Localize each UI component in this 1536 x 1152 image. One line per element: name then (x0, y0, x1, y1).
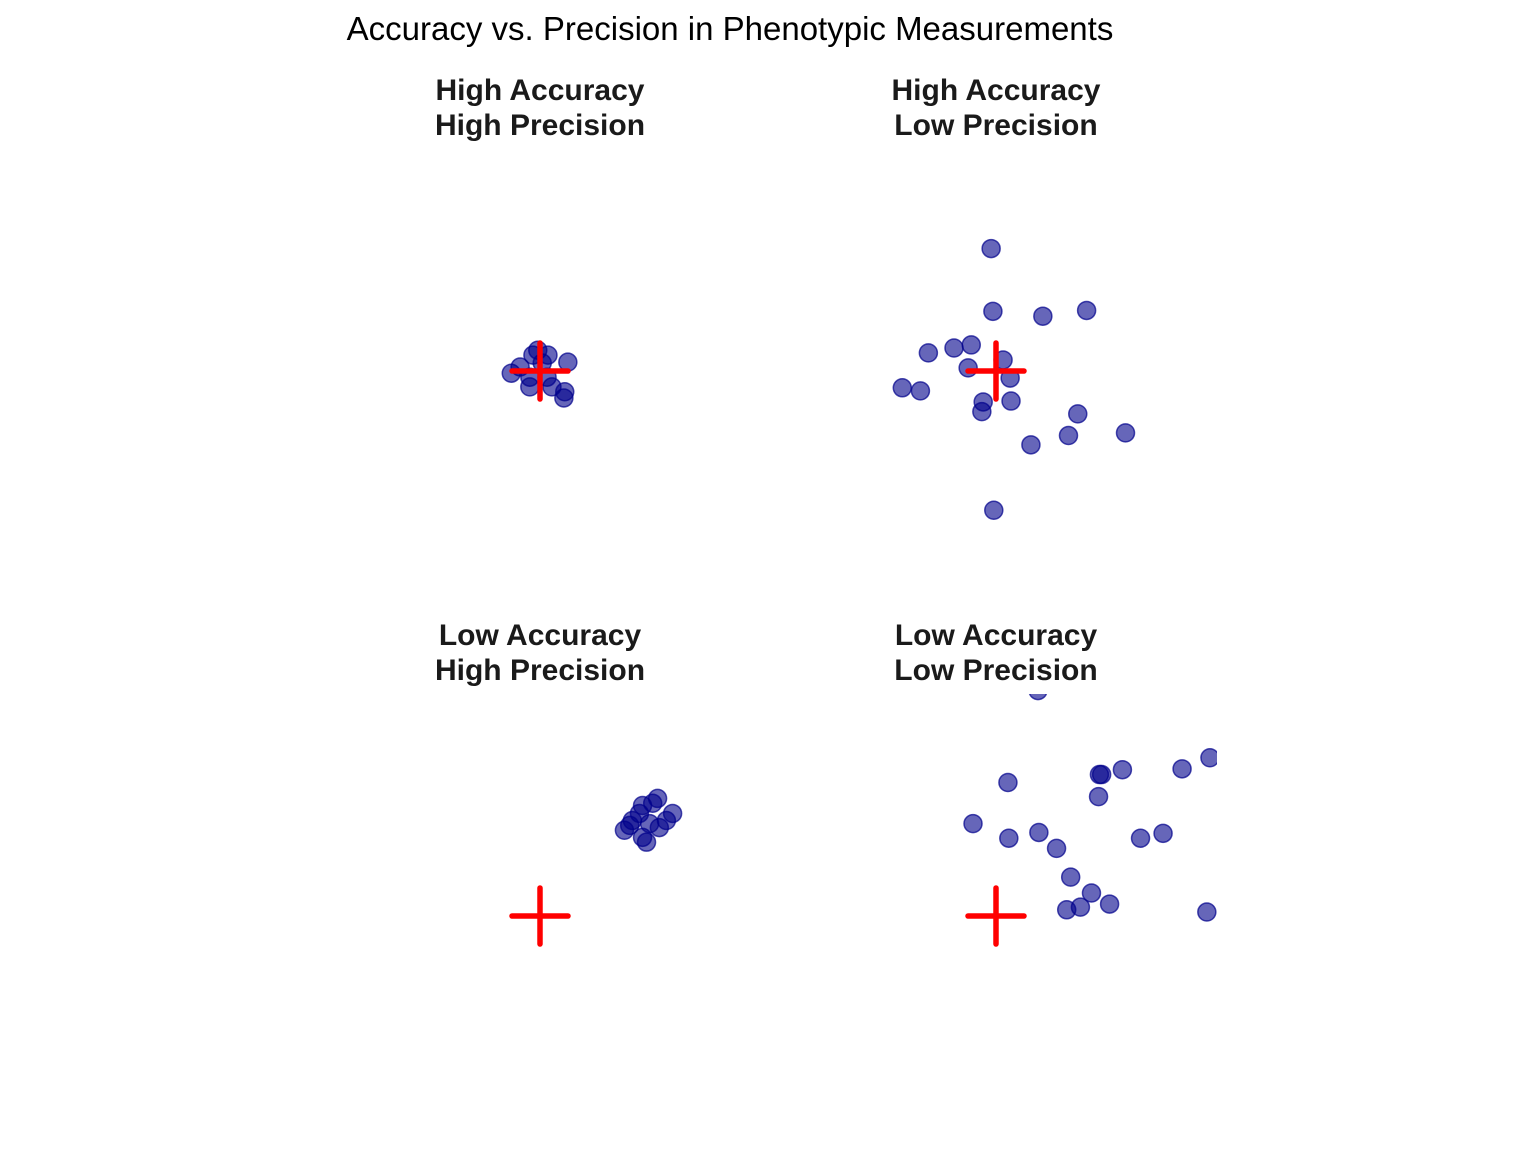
panel-title-line1: Low Accuracy (895, 619, 1098, 652)
data-point (1001, 391, 1021, 411)
data-point (1058, 425, 1079, 446)
data-point (984, 500, 1004, 520)
target-cross (509, 340, 571, 402)
chart-title: Accuracy vs. Precision in Phenotypic Mea… (347, 10, 1114, 47)
data-point (1200, 748, 1217, 768)
data-point (998, 772, 1018, 793)
data-point (1089, 764, 1110, 785)
data-point (972, 401, 992, 422)
panel-title-line2: High Precision (435, 109, 645, 142)
data-point (918, 343, 939, 363)
panel-title-line2: High Precision (435, 654, 645, 687)
panel-title-line1: High Accuracy (892, 74, 1101, 107)
data-point (1060, 867, 1081, 887)
data-point (1029, 822, 1049, 843)
panel-title-line1: High Accuracy (436, 74, 645, 107)
data-point (619, 815, 640, 836)
data-point (1088, 786, 1109, 807)
points-group (614, 788, 683, 852)
target-cross (509, 885, 571, 947)
data-point (983, 301, 1003, 322)
data-point (1115, 423, 1136, 443)
data-point (1172, 759, 1192, 779)
data-point (642, 793, 663, 814)
data-point (1112, 759, 1133, 780)
data-point (910, 381, 931, 401)
data-point (1028, 694, 1048, 701)
data-point (1033, 306, 1053, 326)
data-point (981, 238, 1001, 259)
points-group (892, 238, 1136, 520)
data-point (1021, 435, 1041, 455)
data-point (999, 828, 1019, 848)
panel-title-line2: Low Precision (894, 654, 1097, 687)
data-point (1076, 300, 1097, 321)
points-group (963, 694, 1217, 922)
data-point (1197, 902, 1217, 922)
data-point (1153, 823, 1173, 844)
data-point (1056, 900, 1077, 920)
data-point (656, 810, 677, 831)
target-cross (965, 340, 1027, 402)
target-cross (965, 885, 1027, 947)
data-point (944, 338, 964, 358)
data-point (1130, 828, 1151, 848)
data-point (1081, 883, 1102, 903)
data-point (1046, 838, 1067, 859)
panel-title-line2: Low Precision (894, 109, 1097, 142)
data-point (892, 378, 913, 398)
data-point (963, 813, 983, 834)
data-point (1099, 894, 1120, 914)
data-point (958, 358, 978, 378)
data-point (554, 388, 574, 408)
data-point (632, 827, 653, 848)
data-point (1068, 404, 1088, 424)
data-point (961, 335, 981, 355)
panel-title-line1: Low Accuracy (439, 619, 642, 652)
